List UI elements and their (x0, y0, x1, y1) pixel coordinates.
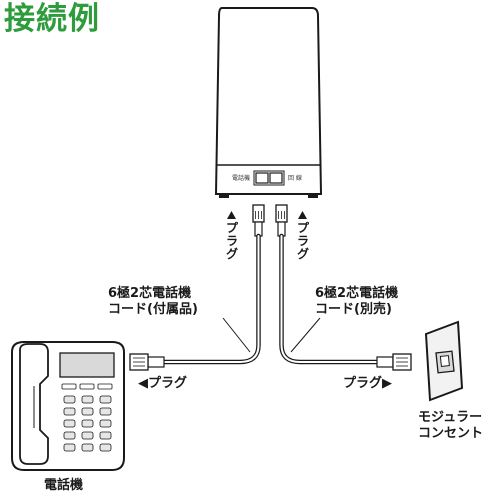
outlet-side-plug (376, 353, 412, 371)
arrow-up-left-icon (227, 211, 236, 219)
device-unit (214, 7, 323, 198)
label-plug-right: プラグ▶ (343, 376, 392, 391)
label-outlet: モジュラー コンセント (418, 410, 483, 442)
diagram-title: 接続例 (4, 1, 100, 37)
device-port-phone (255, 172, 269, 184)
device-plug-right (275, 204, 288, 237)
device-plug-left (252, 204, 265, 237)
arrow-up-right-icon (298, 211, 307, 219)
label-cord-right-line1: 6極2芯電話機 (315, 286, 399, 301)
device-port-line (269, 172, 283, 184)
label-cord-left-line2: コード(付属品) (108, 302, 198, 317)
label-cord-left: 6極2芯電話機 コード(付属品) (108, 286, 198, 318)
device-port-label: 電話機 (232, 175, 251, 182)
label-outlet-line2: コンセント (418, 426, 484, 441)
leader-line-left (222, 317, 251, 353)
label-plug-up-left: プラグ (225, 221, 238, 261)
leader-line-right (290, 317, 321, 353)
label-cord-left-line1: 6極2芯電話機 (108, 286, 192, 301)
cord-right (279, 233, 380, 365)
phone-display (59, 352, 115, 378)
label-outlet-line1: モジュラー (418, 410, 483, 425)
label-plug-up-right: プラグ (296, 221, 309, 261)
device-port-label-line: 回 線 (288, 175, 302, 182)
phone-side-plug (129, 353, 165, 371)
cord-left (161, 233, 261, 365)
phone-keypad (63, 395, 112, 452)
label-phone: 電話機 (44, 478, 84, 493)
telephone (11, 341, 125, 471)
label-cord-right: 6極2芯電話機 コード(別売) (315, 286, 398, 318)
label-cord-right-line2: コード(別売) (315, 302, 392, 317)
label-plug-left: ◀プラグ (138, 376, 187, 391)
modular-outlet (424, 320, 464, 402)
